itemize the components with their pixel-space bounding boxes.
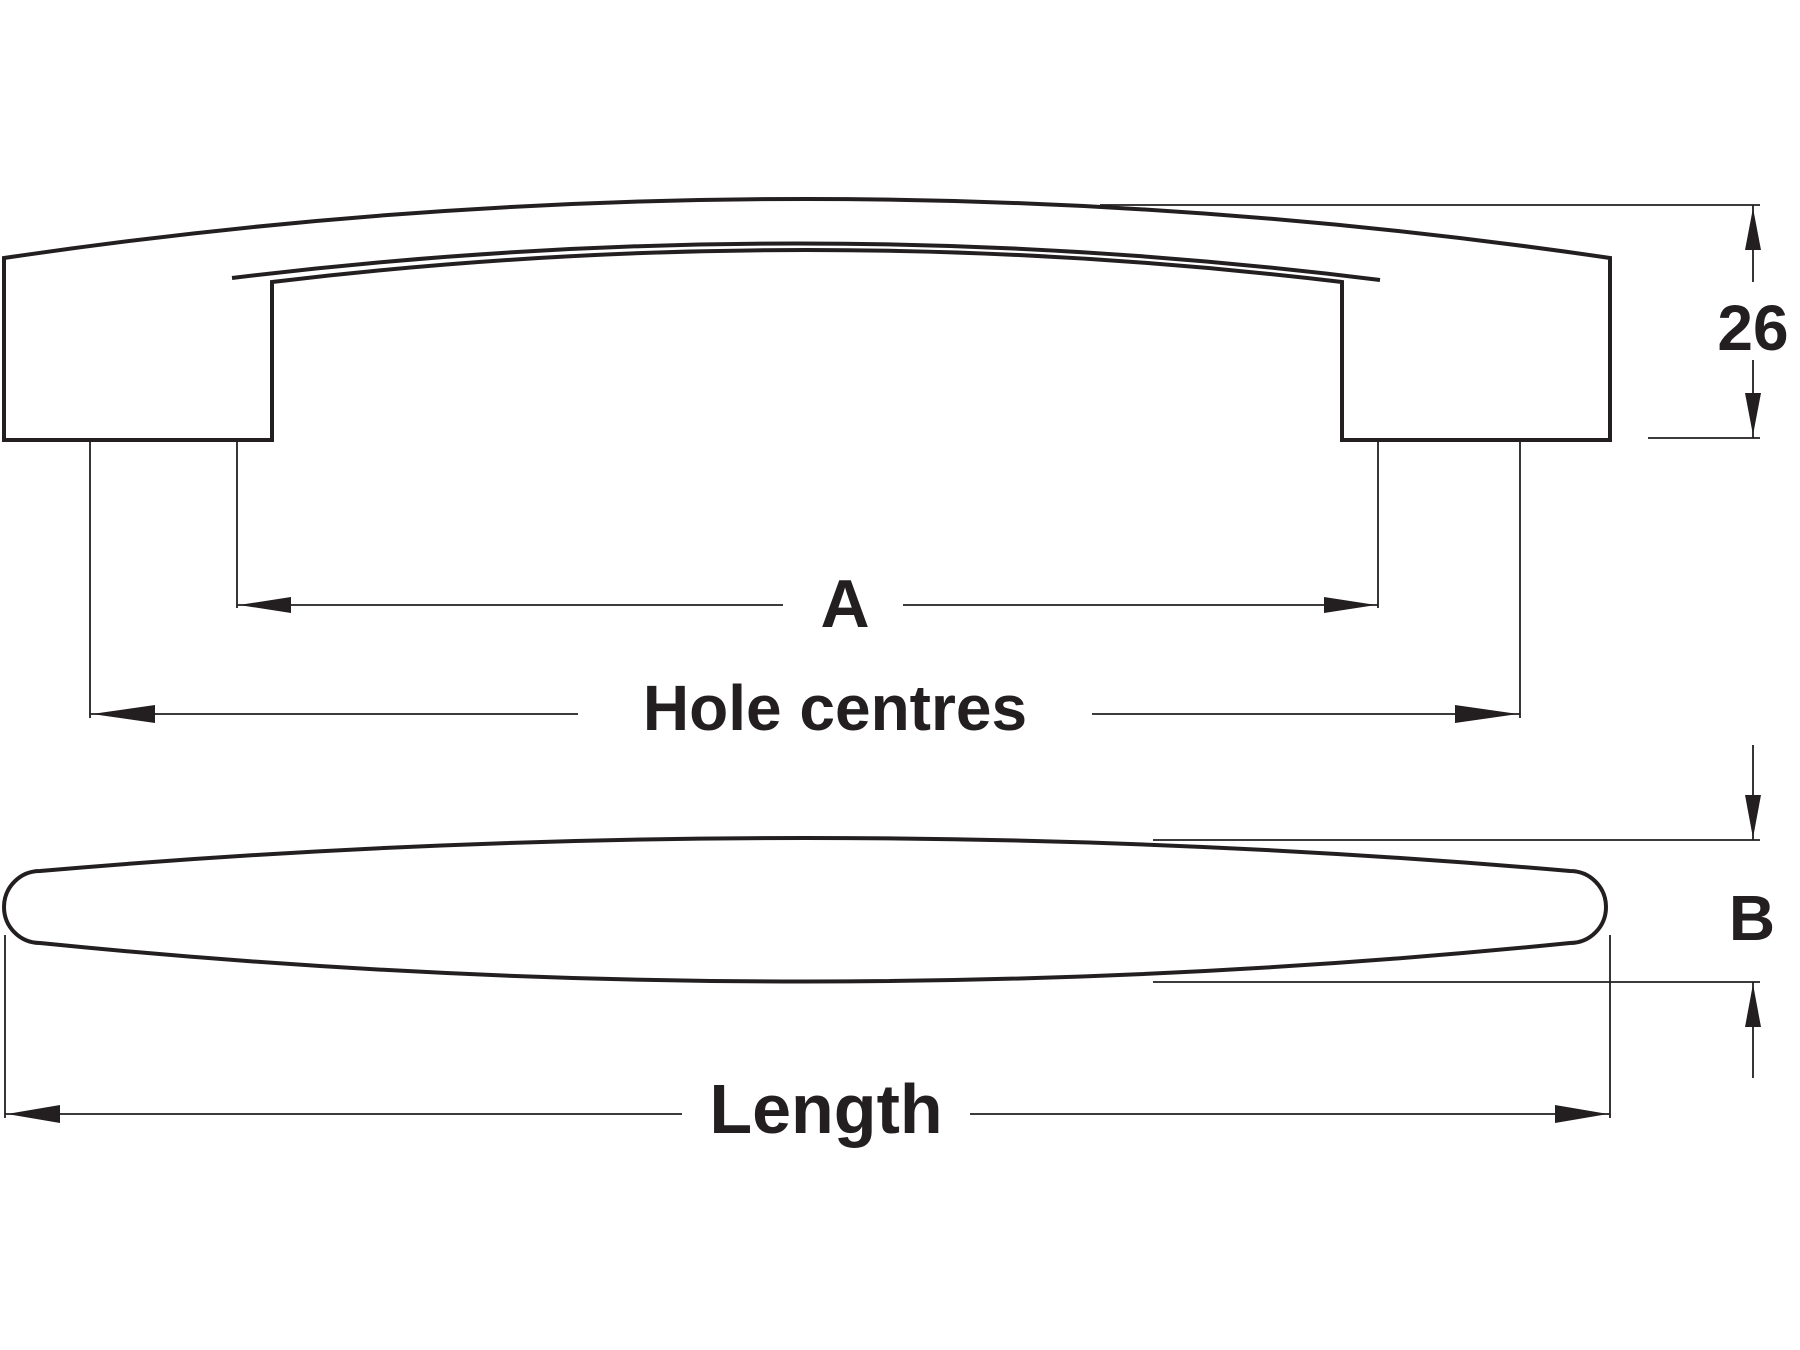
dimension-b: B [1153, 745, 1775, 1078]
handle-front-view [2, 197, 1612, 442]
dimension-a-arrow-right [1324, 597, 1376, 613]
hole-centres-label: Hole centres [643, 672, 1027, 744]
length-dimension: Length [4, 935, 1611, 1148]
height-value-label: 26 [1717, 292, 1788, 364]
dimension-a-label: A [820, 566, 869, 642]
hole-centres-arrow-left [92, 705, 155, 723]
hole-centres-dimension: Hole centres [89, 440, 1521, 744]
dimension-b-arrow-top [1745, 795, 1761, 838]
handle-top-outline [2, 836, 1608, 984]
length-arrow-right [1555, 1105, 1608, 1123]
height-arrow-top [1745, 208, 1761, 250]
hole-centres-arrow-right [1455, 705, 1518, 723]
handle-top-view [2, 836, 1608, 984]
length-arrow-left [7, 1105, 60, 1123]
dimension-a-arrow-left [239, 597, 291, 613]
handle-front-lip-line [231, 241, 1381, 282]
dimension-a: A [236, 440, 1379, 642]
height-arrow-bottom [1745, 393, 1761, 435]
height-dimension: 26 [1100, 204, 1789, 439]
dimension-b-arrow-bottom [1745, 984, 1761, 1027]
dimension-b-label: B [1729, 882, 1775, 954]
handle-front-outline [2, 197, 1612, 442]
length-label: Length [709, 1070, 942, 1148]
